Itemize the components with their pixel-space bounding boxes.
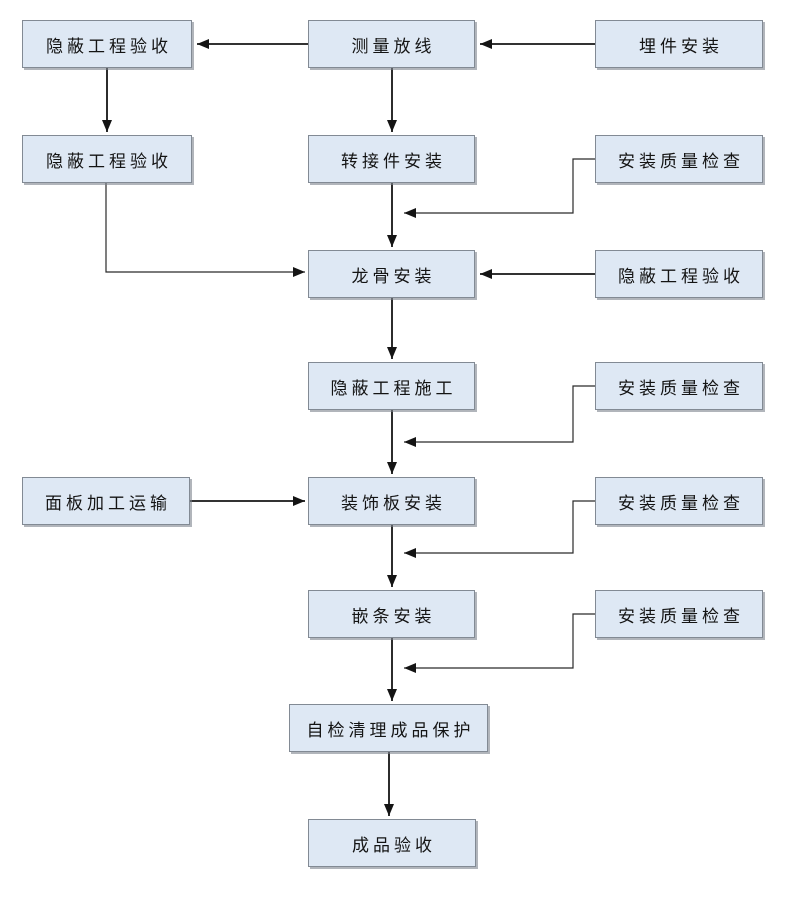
node-label: 隐蔽工程验收 xyxy=(46,36,172,57)
node-survey-layout: 测量放线 xyxy=(308,20,475,68)
node-label: 嵌条安装 xyxy=(351,606,436,627)
node-label: 隐蔽工程验收 xyxy=(46,151,172,172)
node-label: 装饰板安装 xyxy=(341,493,446,514)
node-concealed-acceptance-1: 隐蔽工程验收 xyxy=(22,20,192,68)
elbow-concealed-acceptance-2-to-keel-install xyxy=(105,183,305,277)
node-finished-acceptance: 成品验收 xyxy=(308,819,476,867)
node-quality-check-1: 安装质量检查 xyxy=(595,135,763,183)
elbow-quality-check-3-to-flow xyxy=(404,500,595,558)
node-label: 转接件安装 xyxy=(341,151,446,172)
node-concealed-construction: 隐蔽工程施工 xyxy=(308,362,475,410)
node-quality-check-4: 安装质量检查 xyxy=(595,590,763,638)
node-decorative-panel-install: 装饰板安装 xyxy=(308,477,475,525)
node-label: 面板加工运输 xyxy=(45,493,171,514)
node-inlay-install: 嵌条安装 xyxy=(308,590,475,638)
node-quality-check-3: 安装质量检查 xyxy=(595,477,763,525)
node-self-check-protect: 自检清理成品保护 xyxy=(289,704,488,752)
node-embed-install: 埋件安装 xyxy=(595,20,763,68)
elbow-quality-check-4-to-flow xyxy=(404,613,595,673)
node-concealed-acceptance-2: 隐蔽工程验收 xyxy=(22,135,192,183)
node-label: 测量放线 xyxy=(351,36,436,57)
node-keel-install: 龙骨安装 xyxy=(308,250,475,298)
elbow-quality-check-1-to-flow xyxy=(404,158,595,218)
elbow-quality-check-2-to-flow xyxy=(404,385,595,447)
node-adapter-install: 转接件安装 xyxy=(308,135,475,183)
node-panel-processing: 面板加工运输 xyxy=(22,477,190,525)
node-label: 安装质量检查 xyxy=(618,493,744,514)
node-label: 安装质量检查 xyxy=(618,378,744,399)
node-label: 成品验收 xyxy=(352,835,436,856)
node-label: 安装质量检查 xyxy=(618,606,744,627)
node-label: 隐蔽工程施工 xyxy=(330,378,457,399)
node-label: 埋件安装 xyxy=(639,36,723,57)
node-label: 龙骨安装 xyxy=(351,266,436,287)
node-label: 安装质量检查 xyxy=(618,151,744,172)
node-label: 隐蔽工程验收 xyxy=(618,266,744,287)
node-concealed-acceptance-3: 隐蔽工程验收 xyxy=(595,250,763,298)
node-quality-check-2: 安装质量检查 xyxy=(595,362,763,410)
node-label: 自检清理成品保护 xyxy=(306,720,475,741)
